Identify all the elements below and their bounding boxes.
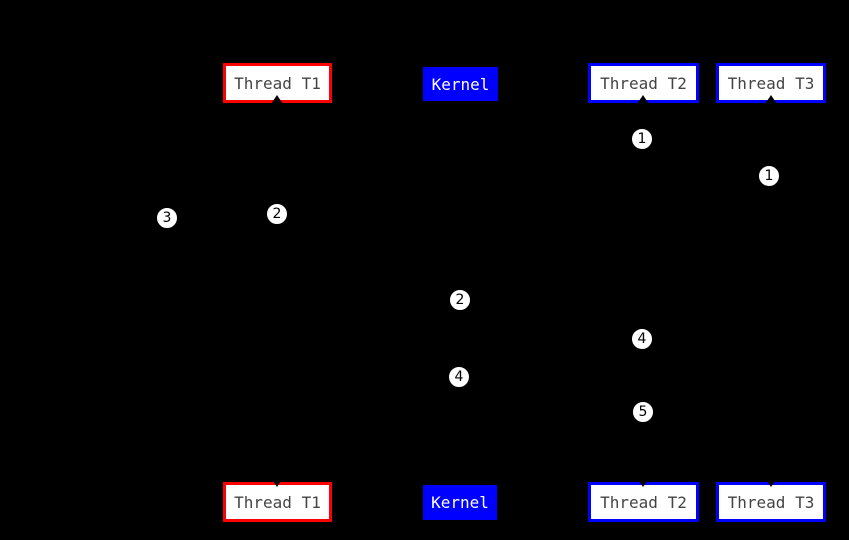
step-marker-value: 4 [637, 331, 647, 347]
thread-t1-label-top: Thread T1 [234, 73, 321, 93]
step-marker-value: 5 [638, 404, 648, 420]
step-marker: 1 [631, 128, 653, 150]
step-marker-value: 4 [454, 369, 464, 385]
step-marker: 1 [758, 165, 780, 187]
thread-t3-label-bottom: Thread T3 [727, 492, 815, 512]
kernel-box-top: Kernel [423, 67, 498, 101]
arrowhead-up-icon [271, 95, 283, 104]
step-marker: 2 [266, 203, 288, 225]
thread-t2-box-bottom: Thread T2 [588, 482, 699, 522]
arrowhead-up-icon [637, 95, 649, 104]
step-marker-value: 1 [764, 168, 774, 184]
step-marker-value: 2 [272, 206, 282, 222]
thread-t2-label-top: Thread T2 [600, 73, 687, 93]
step-marker: 2 [449, 289, 471, 311]
arrowhead-down-icon [637, 478, 649, 487]
thread-t3-box-bottom: Thread T3 [716, 482, 826, 522]
step-marker: 4 [631, 328, 653, 350]
arrowhead-down-icon [765, 478, 777, 487]
arrowhead-up-icon [765, 95, 777, 104]
step-marker: 3 [156, 207, 178, 229]
thread-t3-label-top: Thread T3 [727, 73, 815, 93]
thread-t1-label-bottom: Thread T1 [234, 492, 321, 512]
kernel-label-bottom: Kernel [431, 493, 489, 512]
step-marker: 5 [632, 401, 654, 423]
thread-t1-box-bottom: Thread T1 [223, 482, 332, 522]
arrowhead-down-icon [271, 478, 283, 487]
thread-t2-label-bottom: Thread T2 [600, 492, 687, 512]
kernel-box-bottom: Kernel [423, 485, 497, 520]
step-marker: 4 [448, 366, 470, 388]
step-marker-value: 3 [162, 210, 172, 226]
step-marker-value: 2 [455, 292, 465, 308]
step-marker-value: 1 [637, 131, 647, 147]
kernel-label-top: Kernel [431, 74, 490, 94]
